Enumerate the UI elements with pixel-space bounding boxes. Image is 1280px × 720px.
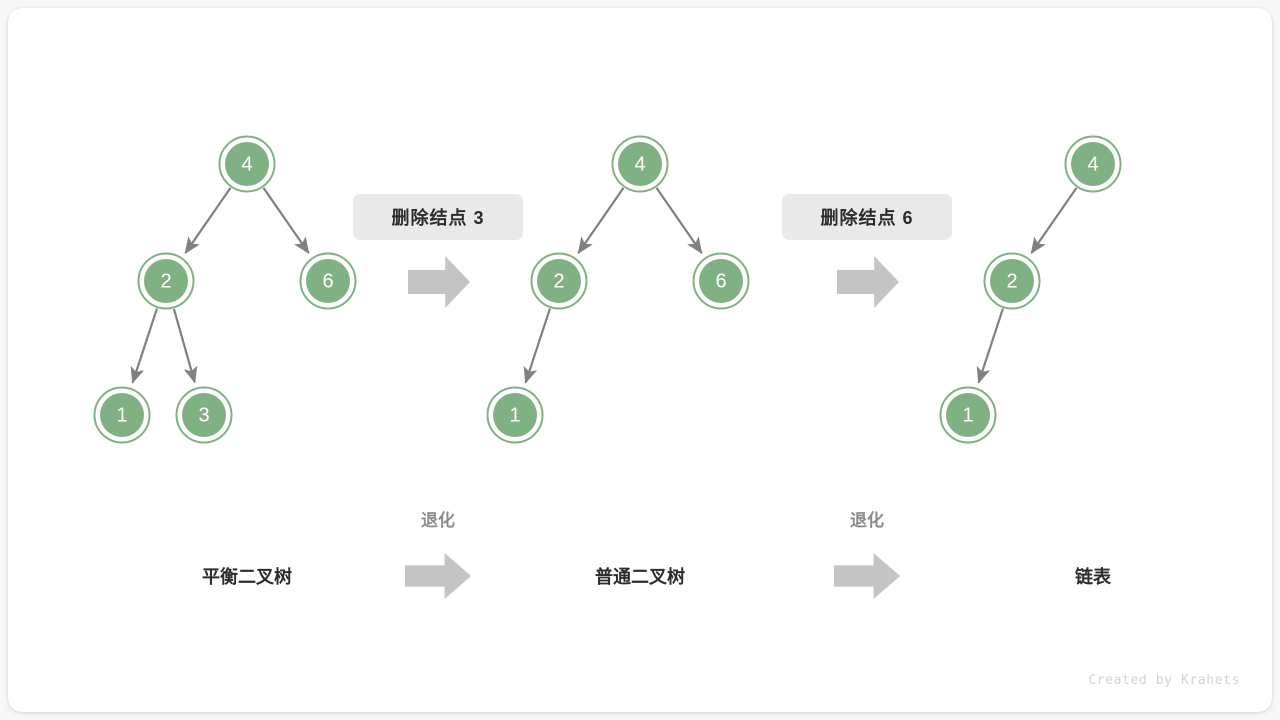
- tree-node-balanced-binary-tree-2: 2: [137, 252, 195, 310]
- degenerate-arrow-delete-node-6: [834, 553, 900, 599]
- transition-badges-layer: [353, 194, 952, 240]
- tree-node-label: 4: [1087, 154, 1098, 176]
- tree-node-balanced-binary-tree-3: 3: [175, 386, 233, 444]
- tree-node-linked-list-2: 2: [983, 252, 1041, 310]
- tree-edge-linked-list-2-1: [976, 308, 1004, 384]
- tree-node-label: 6: [715, 271, 726, 293]
- transition-arrows-layer: [405, 256, 900, 599]
- tree-node-label: 2: [1006, 271, 1017, 293]
- transition-arrow-delete-node-3: [408, 256, 470, 308]
- tree-node-label: 4: [634, 154, 645, 176]
- tree-node-balanced-binary-tree-1: 1: [93, 386, 151, 444]
- tree-node-ordinary-binary-tree-6: 6: [692, 252, 750, 310]
- transition-badge-bg-delete-node-6: [782, 194, 952, 240]
- tree-nodes-layer: 4 2 6 1 3 4 2 6 1 4 2 1: [93, 135, 1122, 444]
- transition-arrow-delete-node-6: [837, 256, 899, 308]
- tree-edge-ordinary-binary-tree-4-2: [577, 187, 625, 254]
- tree-edge-balanced-binary-tree-4-6: [262, 187, 310, 254]
- tree-edge-ordinary-binary-tree-4-6: [655, 187, 703, 254]
- degenerate-label-delete-node-6: 退化: [850, 511, 884, 530]
- tree-node-label: 2: [553, 271, 564, 293]
- tree-edge-balanced-binary-tree-4-2: [184, 187, 232, 254]
- tree-node-ordinary-binary-tree-2: 2: [530, 252, 588, 310]
- degenerate-arrow-delete-node-3: [405, 553, 471, 599]
- tree-node-linked-list-1: 1: [939, 386, 997, 444]
- transition-badge-label-delete-node-6: 删除结点 6: [820, 208, 914, 228]
- tree-edge-linked-list-4-2: [1030, 187, 1078, 254]
- tree-edge-balanced-binary-tree-2-1: [130, 308, 158, 384]
- tree-node-label: 3: [198, 405, 209, 427]
- tree-caption-1: 普通二叉树: [595, 567, 685, 587]
- tree-caption-2: 链表: [1075, 567, 1111, 587]
- tree-node-label: 2: [160, 271, 171, 293]
- tree-node-label: 1: [116, 405, 127, 427]
- tree-node-linked-list-4: 4: [1064, 135, 1122, 193]
- transition-badge-label-delete-node-3: 删除结点 3: [391, 208, 485, 228]
- tree-node-label: 1: [509, 405, 520, 427]
- tree-node-label: 6: [322, 271, 333, 293]
- tree-node-balanced-binary-tree-6: 6: [299, 252, 357, 310]
- tree-node-label: 1: [962, 405, 973, 427]
- transition-badge-bg-delete-node-3: [353, 194, 523, 240]
- tree-node-ordinary-binary-tree-4: 4: [611, 135, 669, 193]
- tree-node-ordinary-binary-tree-1: 1: [486, 386, 544, 444]
- tree-node-balanced-binary-tree-4: 4: [218, 135, 276, 193]
- tree-edges-layer: [130, 187, 1078, 384]
- tree-edge-balanced-binary-tree-2-3: [172, 308, 198, 384]
- figure-card: [8, 8, 1272, 712]
- tree-node-label: 4: [241, 154, 252, 176]
- credit-text: Created by Krahets: [1088, 673, 1240, 688]
- tree-caption-0: 平衡二叉树: [202, 567, 292, 587]
- tree-edge-ordinary-binary-tree-2-1: [523, 308, 551, 384]
- degenerate-label-delete-node-3: 退化: [421, 511, 455, 530]
